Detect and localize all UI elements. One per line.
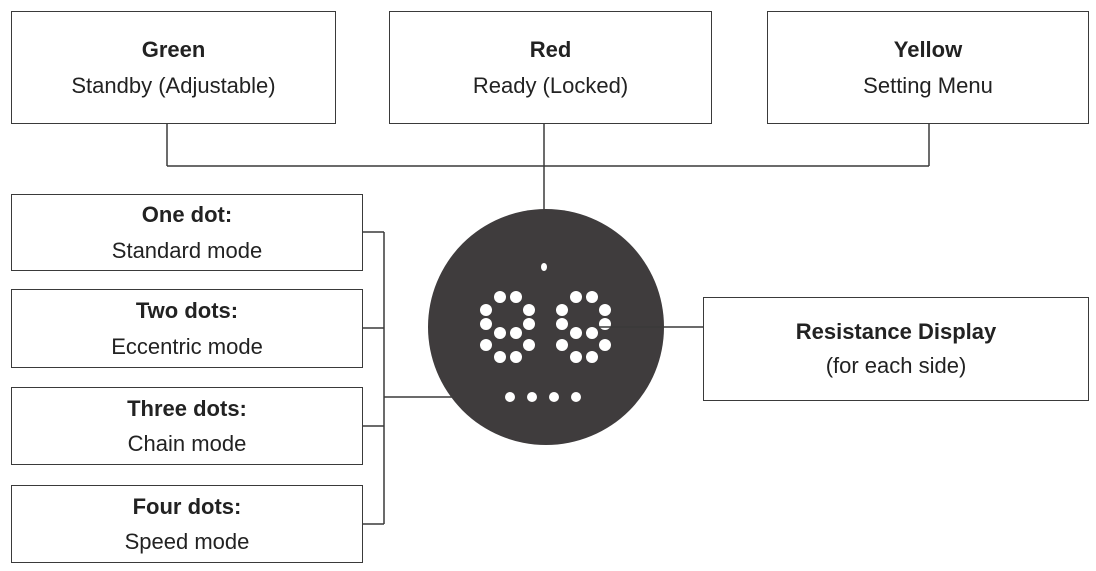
- mode-dot: [527, 392, 537, 402]
- mode-dot: [505, 392, 515, 402]
- mode-dot: [571, 392, 581, 402]
- mode-indicator-dots-icon: [505, 392, 581, 402]
- state-yellow-box: Yellow Setting Menu: [767, 11, 1089, 124]
- mode-two-dots-box: Two dots: Eccentric mode: [11, 289, 363, 368]
- mode-three-dots-title: Three dots:: [127, 395, 247, 421]
- mode-three-dots-box: Three dots: Chain mode: [11, 387, 363, 465]
- resistance-display-title: Resistance Display: [795, 318, 997, 344]
- mode-four-dots-box: Four dots: Speed mode: [11, 485, 363, 563]
- state-red-title: Red: [529, 37, 572, 63]
- state-red-box: Red Ready (Locked): [389, 11, 712, 124]
- state-green-title: Green: [141, 37, 206, 63]
- mode-dot: [549, 392, 559, 402]
- dot-matrix-digits-icon: [480, 291, 611, 363]
- mode-three-dots-desc: Chain mode: [127, 431, 247, 456]
- state-green-desc: Standby (Adjustable): [71, 72, 276, 98]
- mode-one-dot-desc: Standard mode: [111, 237, 263, 263]
- mode-two-dots-title: Two dots:: [135, 298, 239, 324]
- display-disc: [428, 209, 664, 445]
- status-led-icon: [541, 263, 547, 271]
- mode-four-dots-title: Four dots:: [132, 493, 242, 519]
- mode-two-dots-desc: Eccentric mode: [111, 333, 263, 359]
- mode-one-dot-box: One dot: Standard mode: [11, 194, 363, 271]
- resistance-display-box: Resistance Display (for each side): [703, 297, 1089, 401]
- state-yellow-desc: Setting Menu: [863, 72, 993, 98]
- state-yellow-title: Yellow: [893, 37, 963, 63]
- resistance-display-desc: (for each side): [825, 353, 967, 378]
- mode-one-dot-title: One dot:: [141, 202, 233, 228]
- state-red-desc: Ready (Locked): [472, 72, 629, 98]
- mode-four-dots-desc: Speed mode: [124, 529, 250, 554]
- state-green-box: Green Standby (Adjustable): [11, 11, 336, 124]
